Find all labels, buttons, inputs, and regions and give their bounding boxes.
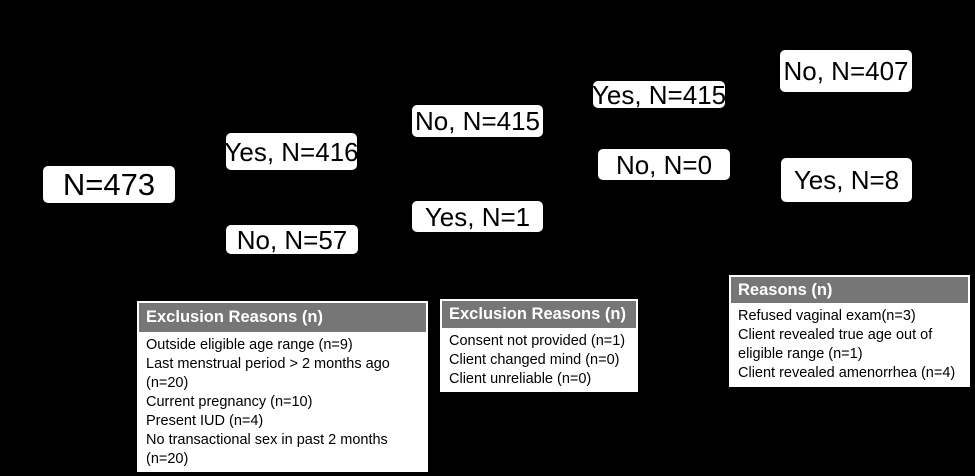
node-total-n473: N=473: [43, 166, 175, 203]
exclusion-reason-item: Client unreliable (n=0): [449, 371, 592, 387]
node-no-n415: No, N=415: [412, 105, 543, 137]
exclusion-reason-item: Last menstrual period > 2 months ago (n=…: [146, 356, 390, 391]
panel-body: Consent not provided (n=1) Client change…: [442, 328, 636, 390]
node-yes-n415: Yes, N=415: [591, 79, 727, 110]
panel-header: Exclusion Reasons (n): [139, 303, 426, 332]
exclusion-reasons-panel-left: Exclusion Reasons (n) Outside eligible a…: [137, 301, 428, 472]
exclusion-reason-item: Outside eligible age range (n=9): [146, 337, 353, 353]
node-no-n57: No, N=57: [226, 225, 358, 254]
node-no-n0: No, N=0: [598, 149, 730, 180]
reason-item: Client revealed true age out of eligible…: [738, 327, 933, 362]
panel-body: Refused vaginal exam(n=3) Client reveale…: [731, 303, 968, 385]
node-yes-n1: Yes, N=1: [412, 201, 543, 232]
panel-header: Exclusion Reasons (n): [442, 301, 636, 328]
reason-item: Refused vaginal exam(n=3): [738, 308, 916, 324]
exclusion-reason-item: Current pregnancy (n=10): [146, 394, 313, 410]
panel-header: Reasons (n): [731, 277, 968, 303]
exclusion-reasons-panel-middle: Exclusion Reasons (n) Consent not provid…: [440, 299, 638, 392]
exclusion-reason-item: Client changed mind (n=0): [449, 352, 620, 368]
exclusion-reason-item: Present IUD (n=4): [146, 413, 264, 429]
exclusion-reason-item: Consent not provided (n=1): [449, 333, 626, 349]
reasons-panel-right: Reasons (n) Refused vaginal exam(n=3) Cl…: [729, 275, 970, 387]
panel-body: Outside eligible age range (n=9) Last me…: [139, 332, 426, 470]
exclusion-reason-item: No transactional sex in past 2 months (n…: [146, 432, 388, 467]
node-yes-n416: Yes, N=416: [224, 133, 359, 170]
node-no-n407: No, N=407: [780, 50, 912, 92]
reason-item: Client revealed amenorrhea (n=4): [738, 365, 956, 381]
node-yes-n8: Yes, N=8: [781, 158, 912, 202]
